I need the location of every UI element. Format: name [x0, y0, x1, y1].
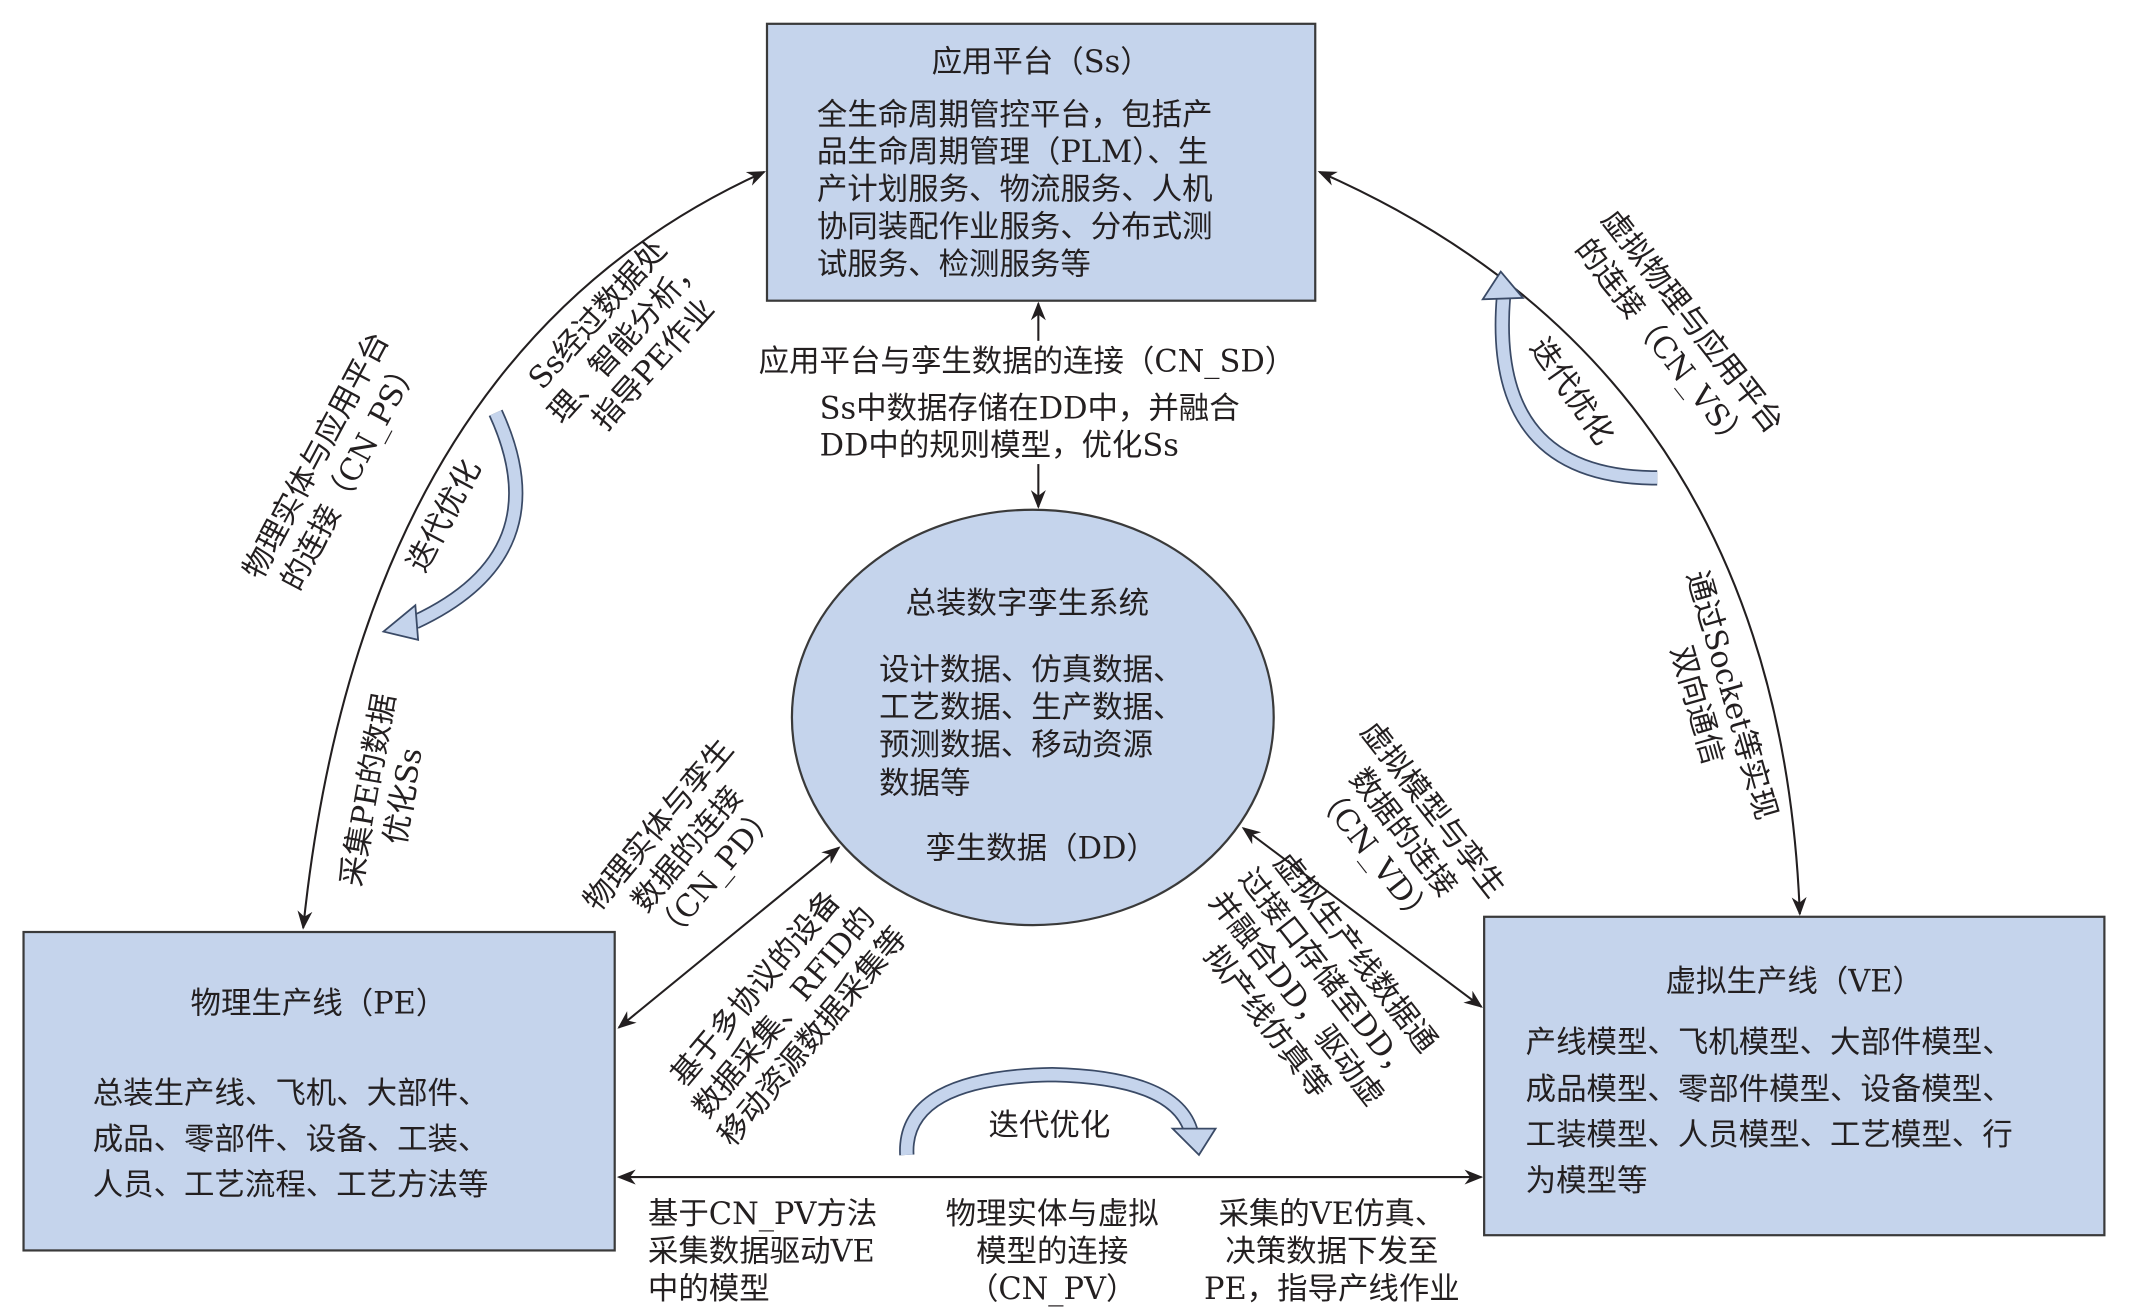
cn-pv-label: 物理实体与虚拟 模型的连接 （CN_PV） — [946, 1197, 1159, 1307]
ellipse-line: 数据等 — [879, 767, 970, 802]
cn-sd-line: Ss中数据存储在DD中，并融合 — [820, 391, 1240, 426]
label-line: 模型的连接 — [976, 1235, 1128, 1270]
label-line: 采集数据驱动VE — [648, 1235, 875, 1270]
cn-ps-arrow — [297, 170, 766, 930]
loop-arrow-left-icon — [381, 409, 524, 642]
cn-pv-left-label: 基于CN_PV方法 采集数据驱动VE 中的模型 — [648, 1197, 877, 1307]
box-line: 品生命周期管理（PLM）、生 — [817, 135, 1208, 170]
ellipse-title: 总装数字孪生系统 — [906, 587, 1149, 622]
box-line: 总装生产线、飞机、大部件、 — [93, 1077, 489, 1112]
ellipse-line: 预测数据、移动资源 — [879, 728, 1153, 763]
label-line: （CN_PV） — [968, 1272, 1136, 1307]
cn-pv-right-label: 采集的VE仿真、 决策数据下发至 PE，指导产线作业 — [1204, 1197, 1460, 1307]
label-line: 物理实体与虚拟 — [946, 1197, 1159, 1232]
cn-sd-line: 应用平台与孪生数据的连接（CN_SD） — [759, 344, 1296, 379]
label-line: PE，指导产线作业 — [1204, 1272, 1460, 1307]
cn-vs-arrow — [1317, 170, 1807, 916]
cn-pd-arrow — [617, 846, 841, 1029]
cn-ps-up-label: 采集PE的数据 优化Ss — [334, 691, 429, 889]
twin-data-ellipse: 总装数字孪生系统 设计数据、仿真数据、 工艺数据、生产数据、 预测数据、移动资源… — [790, 508, 1275, 927]
loop-arrow-bottom-icon — [899, 1066, 1218, 1157]
label-line: 决策数据下发至 — [1225, 1235, 1438, 1270]
ellipse-subtitle: 孪生数据（DD） — [925, 832, 1156, 867]
cn-ps-down-label: Ss经过数据处 理、智能分析， 指导PE作业 — [522, 233, 722, 438]
application-platform-box: 应用平台（Ss） 全生命周期管控平台，包括产 品生命周期管理（PLM）、生 产计… — [765, 22, 1317, 302]
cn-vs-desc-label: 通过Socket等实现 双向通信 — [1663, 567, 1783, 824]
label-line: 采集的VE仿真、 — [1218, 1197, 1445, 1232]
box-line: 产计划服务、物流服务、人机 — [817, 173, 1213, 208]
cn-pv-loop-label: 迭代优化 — [989, 1109, 1111, 1144]
virtual-line-box: 虚拟生产线（VE） 产线模型、飞机模型、大部件模型、 成品模型、零部件模型、设备… — [1483, 915, 2106, 1237]
ellipse-line: 工艺数据、生产数据、 — [879, 690, 1183, 725]
box-title: 虚拟生产线（VE） — [1666, 965, 1923, 1000]
loop-arrow-right-icon — [1481, 270, 1658, 486]
box-line: 试服务、检测服务等 — [817, 247, 1091, 282]
box-line: 成品模型、零部件模型、设备模型、 — [1526, 1073, 2013, 1108]
box-line: 产线模型、飞机模型、大部件模型、 — [1526, 1025, 2013, 1060]
box-title: 物理生产线（PE） — [191, 987, 447, 1022]
box-line: 为模型等 — [1526, 1164, 1648, 1199]
cn-vd-arrow — [1241, 827, 1483, 1008]
box-line: 协同装配作业服务、分布式测 — [817, 210, 1213, 245]
cn-sd-label: 应用平台与孪生数据的连接（CN_SD） Ss中数据存储在DD中，并融合 DD中的… — [759, 344, 1296, 463]
cn-sd-line: DD中的规则模型，优化Ss — [820, 429, 1179, 464]
label-line: 中的模型 — [648, 1272, 770, 1307]
box-line: 成品、零部件、设备、工装、 — [93, 1122, 489, 1157]
box-line: 工装模型、人员模型、工艺模型、行 — [1526, 1118, 2013, 1153]
ellipse-line: 设计数据、仿真数据、 — [879, 653, 1183, 688]
physical-line-box: 物理生产线（PE） 总装生产线、飞机、大部件、 成品、零部件、设备、工装、 人员… — [22, 930, 616, 1252]
box-line: 人员、工艺流程、工艺方法等 — [93, 1168, 489, 1203]
box-title: 应用平台（Ss） — [932, 45, 1151, 80]
box-line: 全生命周期管控平台，包括产 — [817, 98, 1213, 133]
label-line: 基于CN_PV方法 — [648, 1197, 877, 1232]
